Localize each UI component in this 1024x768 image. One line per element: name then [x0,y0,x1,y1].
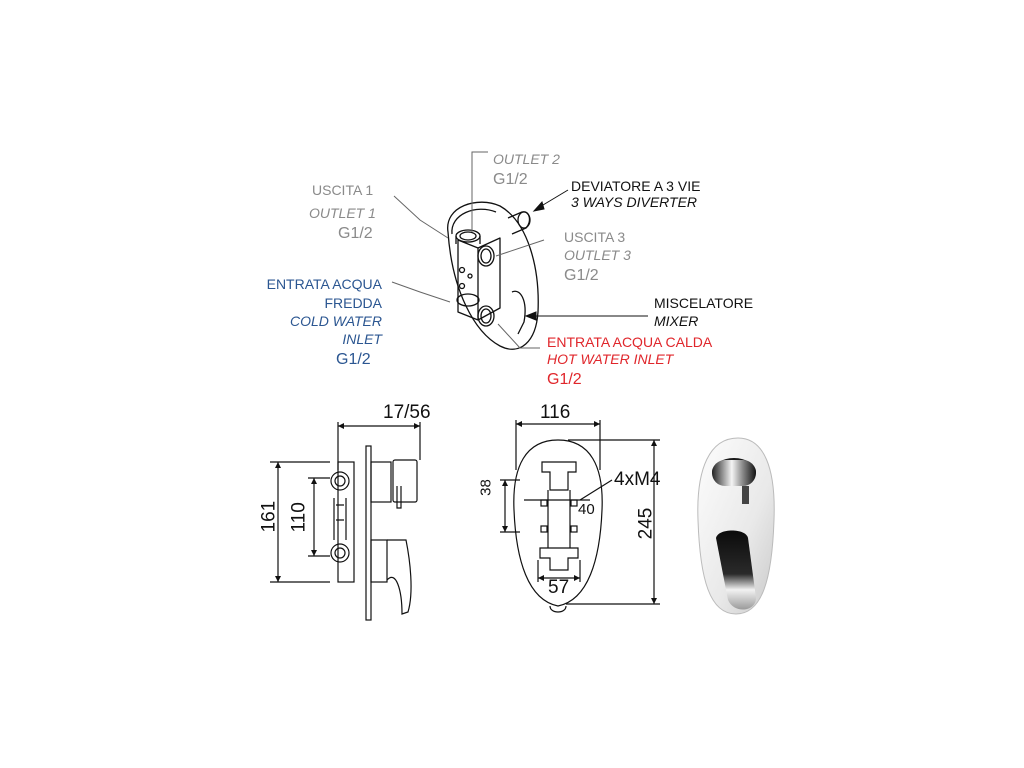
diverter-label-it: DEVIATORE A 3 VIE [571,178,701,194]
cold-inlet-label-it-1: ENTRATA ACQUA [266,276,382,292]
outlet3-size: G1/2 [564,267,599,284]
outlet1-size: G1/2 [338,225,373,242]
outlet1-label-en: OUTLET 1 [309,205,376,221]
cold-inlet-label-it-2: FREDDA [324,295,382,311]
outlet2-size: G1/2 [493,171,528,188]
diverter-label-en: 3 WAYS DIVERTER [571,194,698,210]
dim-front-width: 116 [540,402,571,423]
outlet3-label-en: OUTLET 3 [564,247,631,263]
cold-inlet-label-en-1: COLD WATER [289,313,382,329]
outlet2-label: OUTLET 2 [493,151,560,167]
hot-inlet-label-it: ENTRATA ACQUA CALDA [547,334,713,350]
dim-side-depth: 17/56 [383,402,431,423]
outlet3-label-it: USCITA 3 [564,229,626,245]
mixer-label-en: MIXER [654,313,699,329]
cold-inlet-size: G1/2 [336,351,371,368]
dim-front-40: 40 [578,501,595,518]
outlet1-label-it: USCITA 1 [312,182,374,198]
mixer-label-it: MISCELATORE [654,295,754,311]
hot-inlet-size: G1/2 [547,371,582,388]
dim-front-57: 57 [548,577,570,598]
cold-inlet-label-en-2: INLET [342,331,382,347]
hot-inlet-label-en: HOT WATER INLET [547,351,674,367]
dim-front-bolt: 4xM4 [614,469,661,490]
